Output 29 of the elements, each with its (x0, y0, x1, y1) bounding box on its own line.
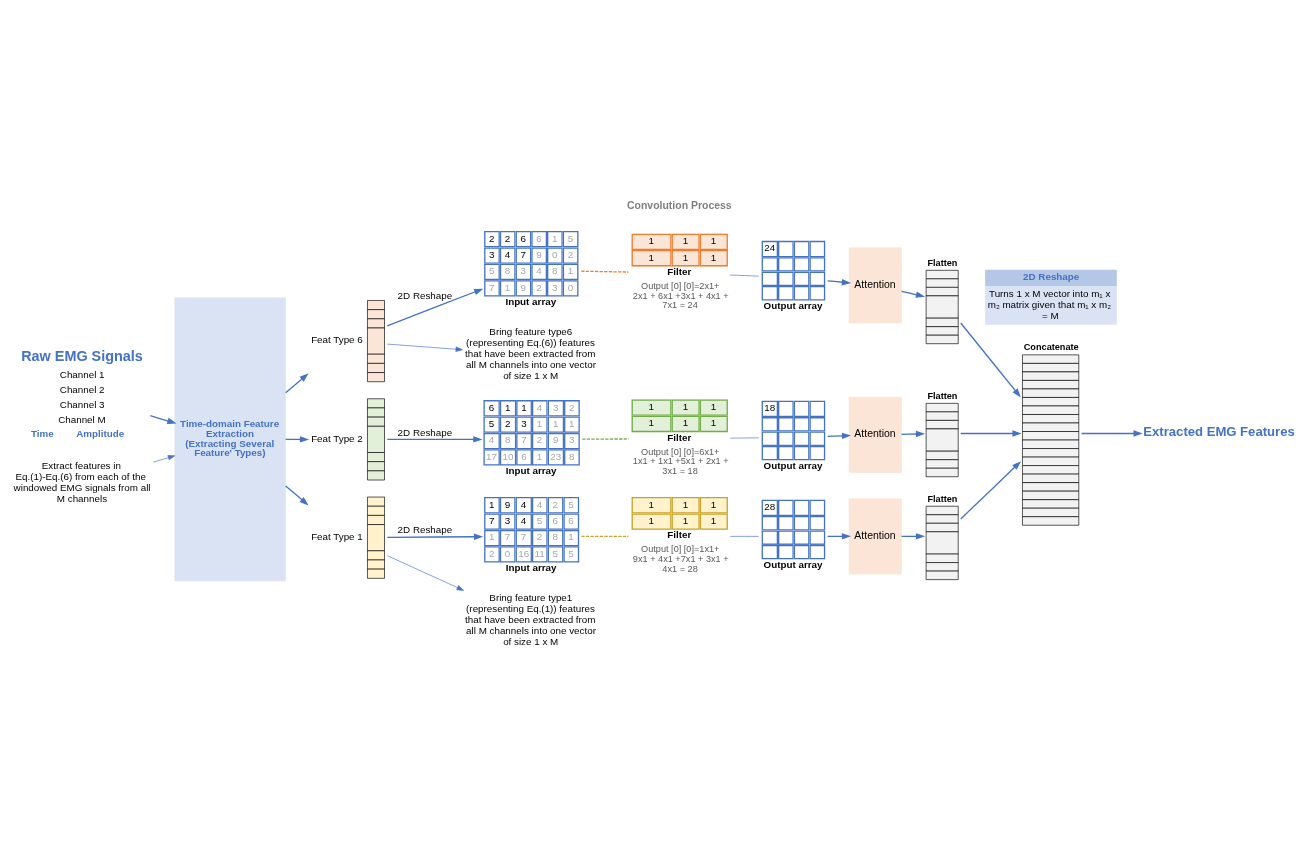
node-text: 1 9 4 4 2 5 7 3 4 5 6 6 1 7 7 2 8 1 2 0 16 11 5 5 Input array (489, 498, 574, 573)
node-label: Flatten (927, 493, 958, 504)
label: Convolution Process (626, 199, 732, 211)
edge-label: 2D Reshape (397, 289, 453, 300)
node-label: Output [0] [0]=6x1+ 1x1 + 1x1 +5x1 + 2x1 + 3x1 = 18 (632, 446, 729, 476)
node-text: 28 Output array (763, 500, 823, 570)
node-text: Bring feature type1 (representing Eq.(1)) features that have been extracted from all M channels into one vector of size 1 x M (465, 591, 596, 647)
node-label: Raw EMG Signals (21, 347, 143, 364)
node-label: Output [0] [0]=2x1+ 2x1 + 6x1 +3x1 + 4x1 + 7x1 = 24 (632, 280, 729, 310)
node-text: Channel 1 Channel 2 Channel 3 Channel M Time Amplitude (30, 368, 125, 439)
node-label: Flatten (927, 390, 958, 401)
node-text: 24 Output array (763, 241, 823, 311)
node-text: 18 Output array (763, 401, 823, 471)
node-text: Extract features in Eq.(1)-Eq.(6) from each of the windowed EMG signals from all M channels (13, 459, 151, 504)
edge-label: 2D Reshape (397, 523, 453, 535)
node-text: 2 2 6 6 1 5 3 4 7 9 0 2 5 8 3 4 8 1 7 1 9 2 3 0 Input array (489, 231, 574, 307)
node-label: Feat Type 2 (311, 432, 363, 444)
node-label: Concatenate (1023, 341, 1079, 352)
node-text: Extracted EMG Features (1143, 423, 1295, 439)
node-text: 6 1 1 4 3 2 5 2 3 1 1 1 4 8 7 2 9 3 17 10 6 1 23 8 Input array (486, 401, 575, 476)
node-label: Flatten (927, 257, 958, 268)
node-label: Filter (667, 265, 692, 277)
node-label: Output [0] [0]=1x1+ 9x1 + 4x1 +7x1 + 3x1 + 4x1 = 28 (632, 543, 729, 574)
edge-label: 2D Reshape (397, 426, 453, 438)
node-label: Filter (667, 528, 692, 540)
node-label: Feat Type 1 (311, 530, 363, 542)
node-label: Feat Type 6 (311, 333, 363, 345)
node-text: Bring feature type6 (representing Eq.(6)) features that have been extracted from all M channels into one vector of size 1 x M (465, 325, 596, 381)
node-label: Filter (667, 431, 692, 443)
